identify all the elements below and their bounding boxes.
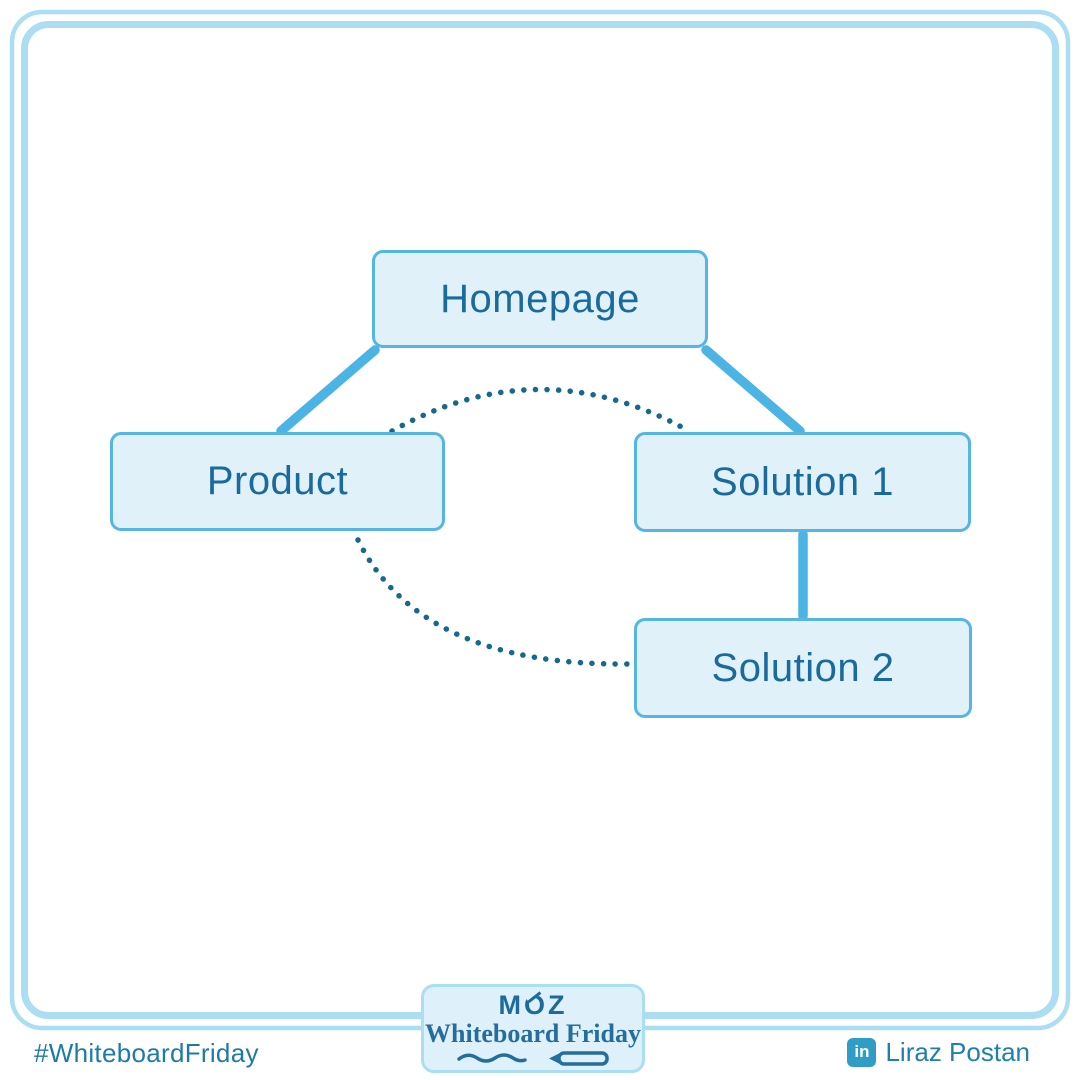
edge-product-solution1-dotted — [389, 386, 692, 434]
node-homepage-label: Homepage — [440, 276, 640, 321]
linkedin-icon-glyph: in — [854, 1042, 870, 1061]
edge-product-solution2-dotted — [355, 537, 631, 667]
node-product: Product — [110, 432, 445, 531]
whiteboard-friday-wordmark: Whiteboard Friday — [425, 1018, 641, 1048]
author-credit: in Liraz Postan — [847, 1037, 1030, 1068]
linkedin-icon: in — [847, 1038, 877, 1067]
moz-whiteboard-friday-badge: MOZ Whiteboard Friday — [421, 984, 645, 1073]
node-solution2-label: Solution 2 — [711, 645, 895, 690]
node-homepage: Homepage — [372, 250, 708, 348]
node-solution1-label: Solution 1 — [711, 459, 894, 504]
moz-logo: MOZ — [499, 988, 568, 1019]
hashtag-text: #WhiteboardFriday — [34, 1038, 259, 1068]
author-name: Liraz Postan — [885, 1037, 1030, 1067]
squiggle-and-marker-icon — [457, 1051, 609, 1067]
edge-homepage-solution1 — [701, 345, 805, 436]
squiggle-underline-icon — [457, 1053, 527, 1064]
edge-homepage-product — [276, 345, 380, 436]
node-solution1: Solution 1 — [634, 432, 971, 532]
node-product-label: Product — [206, 459, 349, 503]
marker-pen-icon — [549, 1051, 609, 1067]
node-solution2: Solution 2 — [634, 618, 972, 718]
